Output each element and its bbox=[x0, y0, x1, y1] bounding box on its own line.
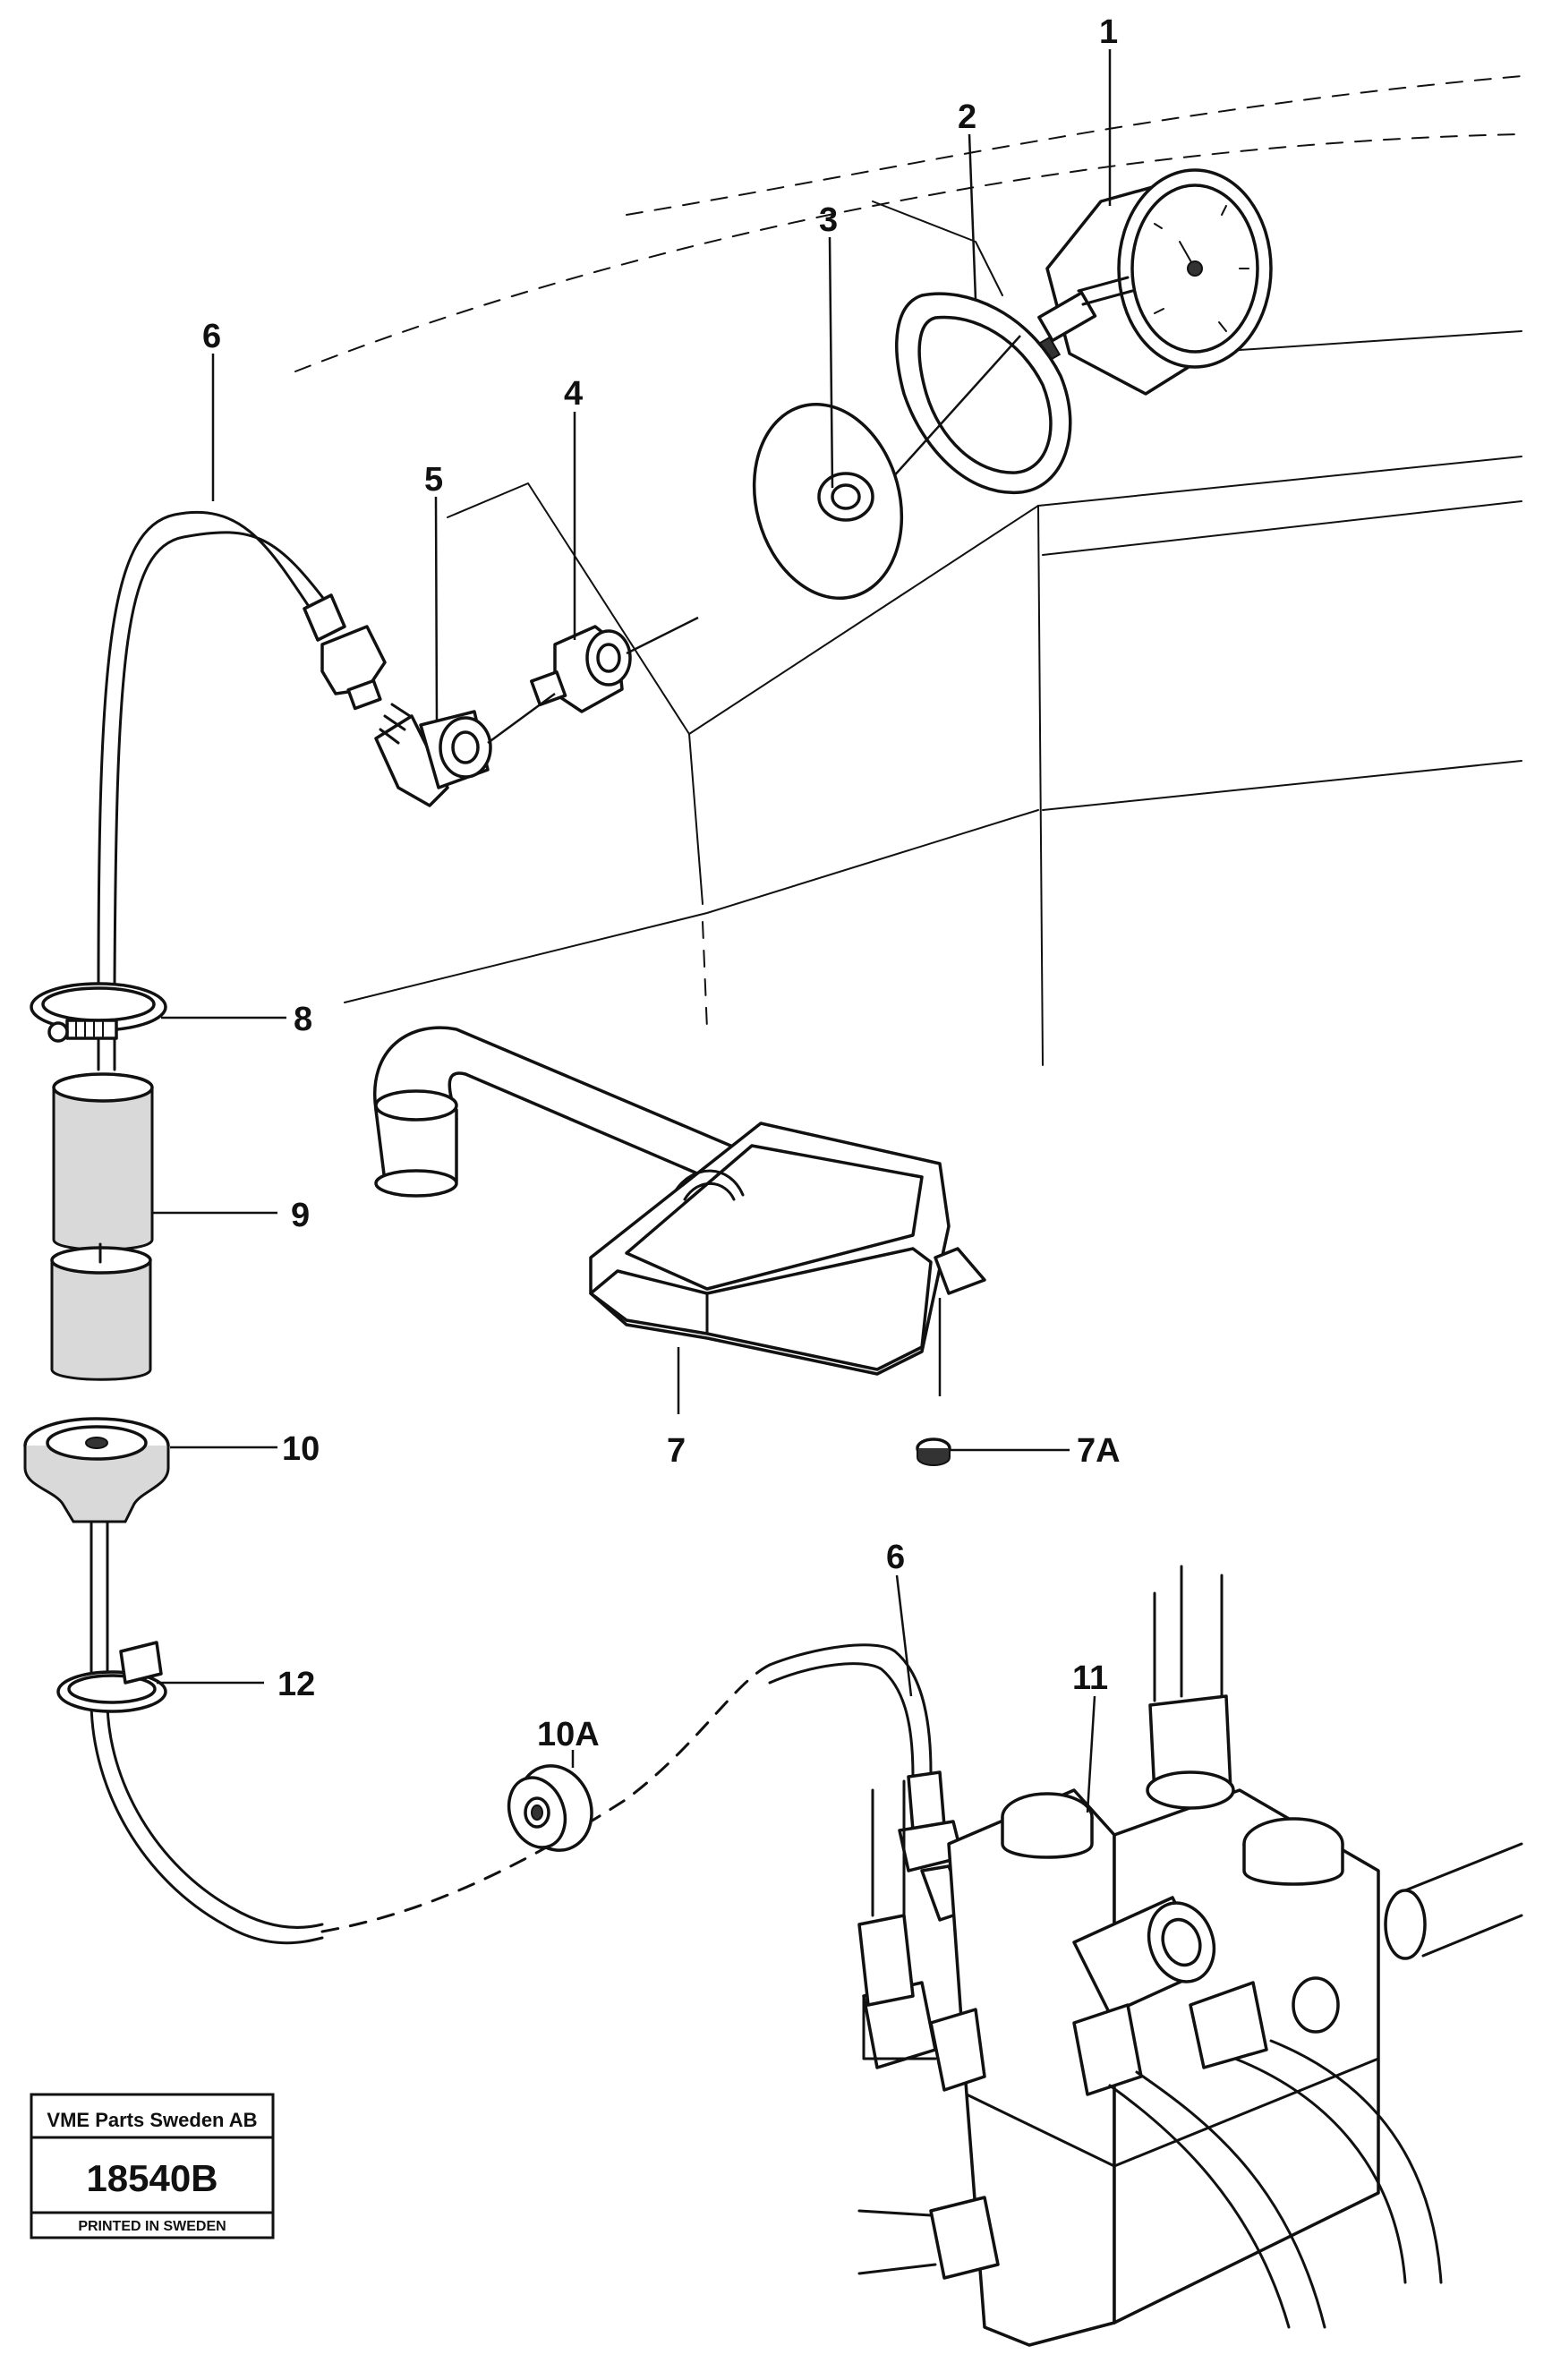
title-stamp: VME Parts Sweden AB 18540B PRINTED IN SW… bbox=[30, 2093, 275, 2239]
small-grommet bbox=[507, 1764, 593, 1852]
machine-body-outline bbox=[294, 75, 1522, 1066]
callout-3: 3 bbox=[819, 201, 838, 239]
stamp-company: VME Parts Sweden AB bbox=[47, 2109, 257, 2131]
valve-hose bbox=[768, 1643, 968, 1922]
small-plug bbox=[916, 1437, 951, 1466]
filler-funnel bbox=[373, 1026, 986, 1396]
mounting-plate bbox=[752, 402, 904, 601]
leader-lines bbox=[152, 49, 1112, 1813]
pressure-gauge bbox=[1028, 168, 1273, 396]
callout-7: 7 bbox=[667, 1432, 686, 1470]
callout-1: 1 bbox=[1099, 13, 1118, 51]
gasket-ring bbox=[858, 292, 1072, 516]
elbow-fitting bbox=[374, 692, 556, 807]
protective-sleeve bbox=[50, 1072, 154, 1381]
stamp-drawing-number: 18540B bbox=[86, 2157, 217, 2199]
callout-6-top: 6 bbox=[202, 318, 221, 355]
hose-clamp-lower bbox=[56, 1641, 167, 1713]
hose-clamp-upper bbox=[30, 982, 167, 1043]
callout-8: 8 bbox=[294, 1001, 312, 1038]
callout-11: 11 bbox=[1072, 1659, 1108, 1697]
adapter-nipple bbox=[530, 616, 699, 713]
callout-7a: 7A bbox=[1077, 1432, 1121, 1470]
callout-10: 10 bbox=[282, 1430, 320, 1468]
callout-10a: 10A bbox=[537, 1716, 600, 1753]
callout-12: 12 bbox=[277, 1666, 315, 1703]
rubber-grommet bbox=[23, 1417, 170, 1523]
control-valve-block bbox=[857, 1565, 1523, 2347]
callout-6-bottom: 6 bbox=[886, 1539, 905, 1576]
gauge-hose-upper bbox=[97, 510, 387, 1071]
gauge-hose-lower bbox=[90, 1520, 772, 1945]
callout-9: 9 bbox=[291, 1197, 310, 1234]
callout-4: 4 bbox=[564, 375, 583, 413]
stamp-printed: PRINTED IN SWEDEN bbox=[78, 2219, 226, 2234]
callout-5: 5 bbox=[424, 461, 443, 499]
callout-2: 2 bbox=[958, 98, 976, 136]
callout-labels: 1 2 3 4 5 6 8 9 10 12 7 7A 10A 6 11 bbox=[202, 13, 1121, 1753]
